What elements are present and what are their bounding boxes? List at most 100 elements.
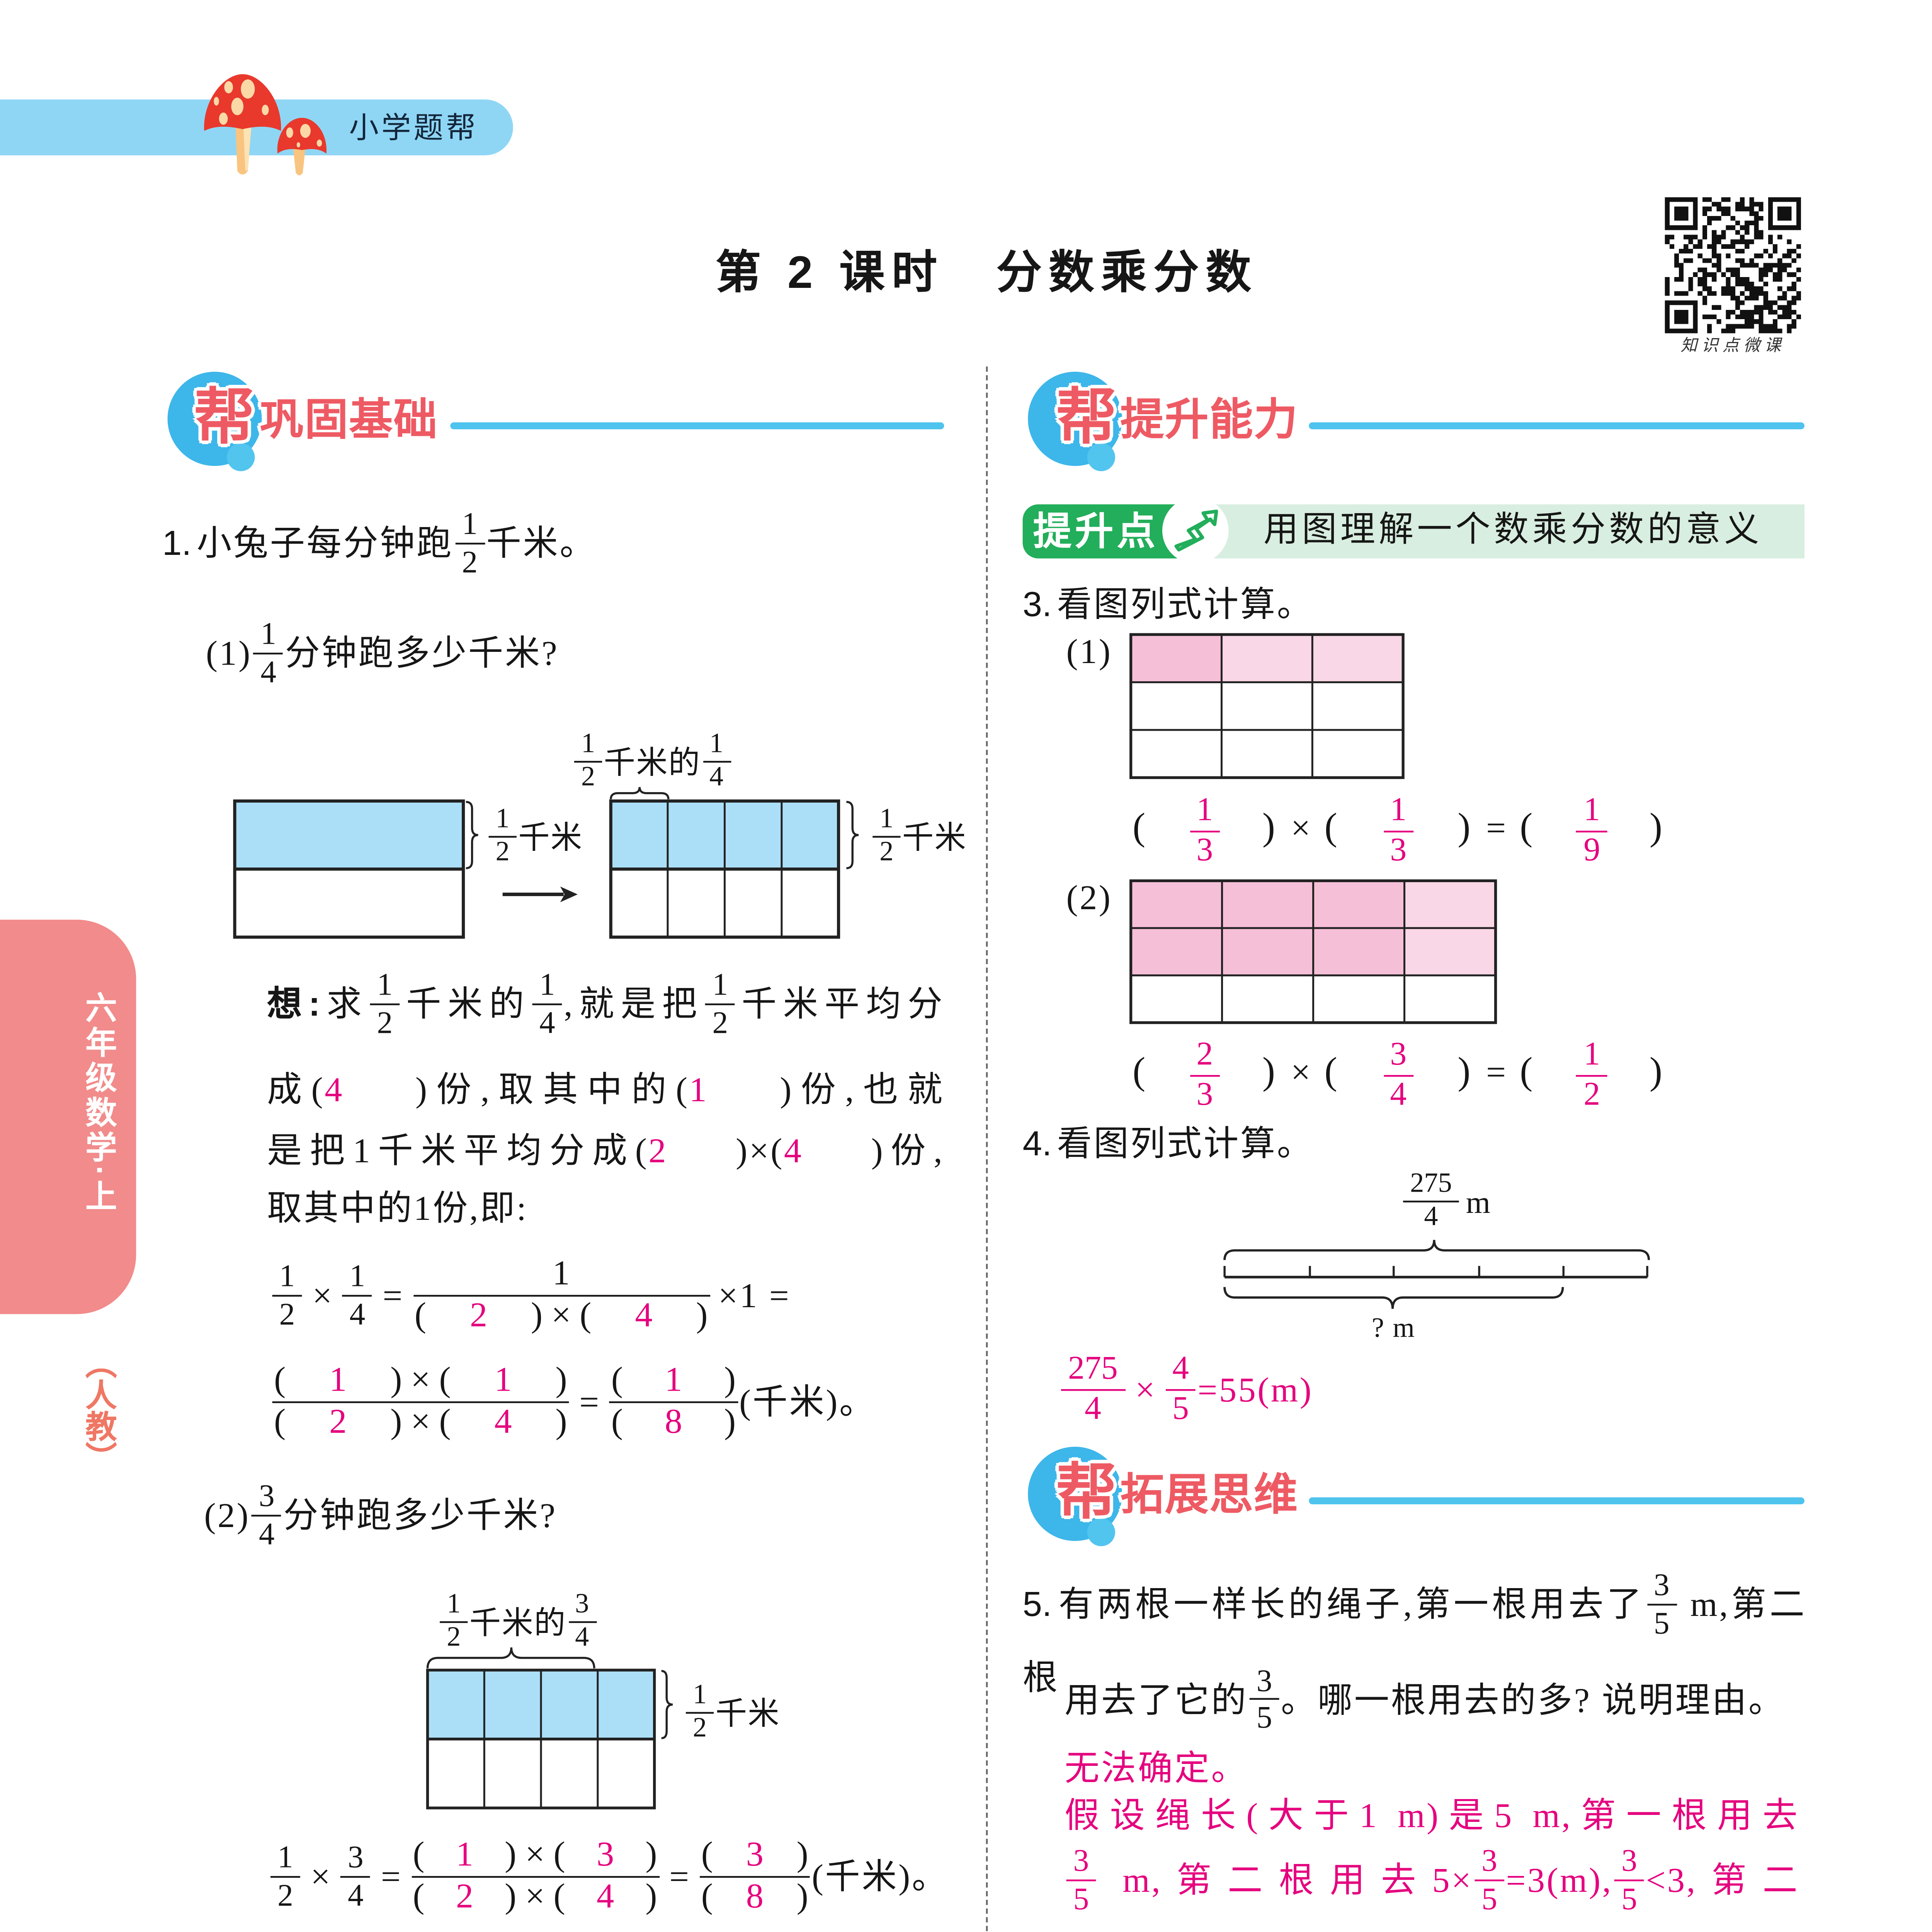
- section-badge-circle-icon: [1028, 371, 1122, 471]
- numerator: 1: [1577, 793, 1607, 832]
- paren: ): [531, 1296, 543, 1335]
- answer-blank: 4: [596, 1878, 614, 1917]
- times-sign: ×: [525, 1878, 545, 1917]
- denominator: 4: [1084, 1391, 1101, 1428]
- answer-blank: 2: [648, 1133, 668, 1171]
- denominator: 4: [349, 1296, 366, 1332]
- paren: (: [414, 1296, 427, 1335]
- answer-blank: 2: [456, 1878, 474, 1917]
- answer-blank: 1: [456, 1836, 474, 1874]
- denominator: 2: [1583, 1077, 1600, 1114]
- numerator: 1: [270, 1840, 300, 1878]
- paren: (: [1324, 1049, 1339, 1093]
- think-line-4: 取其中的1份,即:: [267, 1190, 528, 1229]
- section-badge: 帮: [194, 384, 255, 452]
- paren: ): [390, 1361, 402, 1400]
- qr-code: [1665, 196, 1801, 333]
- paren: (: [553, 1836, 565, 1874]
- paren: (: [1133, 804, 1147, 848]
- unit-text: m: [1466, 1185, 1492, 1220]
- answer-blank: 2: [469, 1296, 488, 1335]
- paren: (: [1324, 804, 1339, 848]
- paren: ): [1649, 1049, 1664, 1093]
- denominator: 2: [581, 763, 595, 793]
- answer-blank: 3: [596, 1836, 614, 1874]
- times-sign: ×: [551, 1296, 571, 1335]
- numerator: 1: [342, 1260, 372, 1297]
- paren: ): [796, 1878, 808, 1917]
- equals-sign: =: [381, 1859, 401, 1897]
- question-number: 5.: [1022, 1586, 1052, 1625]
- paren: (: [274, 1403, 286, 1442]
- mushroom-logo-icon: [204, 74, 327, 175]
- denominator: 9: [1583, 832, 1600, 869]
- numerator: 1: [685, 1680, 714, 1714]
- paren: (: [1520, 804, 1534, 848]
- paren: ): [1262, 804, 1277, 848]
- answer-blank: 1: [494, 1361, 512, 1400]
- question-number: 1.: [162, 525, 192, 564]
- answer-text: <3,第二: [1646, 1862, 1799, 1901]
- brace: [466, 801, 478, 869]
- denominator: 4: [1390, 1077, 1407, 1114]
- paren: ): [390, 1403, 402, 1442]
- answer-result: =55(m): [1197, 1372, 1313, 1410]
- numerator: 2: [1189, 1037, 1220, 1077]
- paren: ): [1458, 804, 1473, 848]
- q5-answer-line-1: 无法确定。: [1065, 1750, 1248, 1789]
- prompt-text: 分钟跑多少千米?: [283, 1497, 557, 1536]
- question-text: 看图列式计算。: [1057, 586, 1314, 625]
- numerator: (1)×(1): [272, 1361, 569, 1403]
- lesson-title: 第 2 课时 分数乘分数: [715, 246, 1259, 299]
- tip-arrow-badge: [1162, 497, 1229, 564]
- brace: [846, 801, 859, 869]
- denominator: (2)×(4): [272, 1403, 569, 1441]
- denominator: 2: [879, 838, 894, 868]
- equals-sign: =: [579, 1384, 599, 1423]
- numerator: 1: [1383, 793, 1414, 832]
- numerator: 1: [702, 729, 731, 764]
- column-divider: [985, 366, 987, 1932]
- equals-sign: =: [1486, 810, 1506, 848]
- numerator: 275: [1403, 1169, 1459, 1203]
- paren: (: [439, 1403, 451, 1442]
- numerator-value: 1: [552, 1255, 570, 1293]
- q3-part1-label: (1): [1066, 633, 1112, 671]
- numerator: 3: [1646, 1568, 1677, 1605]
- answer-blank: 8: [746, 1878, 764, 1917]
- brace: [1223, 1240, 1650, 1260]
- denominator: 2: [495, 838, 510, 868]
- denominator: 4: [709, 763, 724, 793]
- numerator: 1: [253, 617, 284, 655]
- paren: ): [505, 1878, 517, 1917]
- paren: (: [1520, 1049, 1534, 1093]
- denominator: 4: [539, 1005, 555, 1040]
- paren: (: [611, 1403, 623, 1442]
- stem-text: 千米。: [486, 525, 597, 564]
- qr-caption: 知识点微课: [1680, 338, 1786, 356]
- qr-code-icon: [1665, 196, 1801, 333]
- denominator: (2)×(4): [411, 1878, 659, 1916]
- equals-sign: =: [669, 1859, 689, 1897]
- q5-answer-line-2: 假设绳长(大于1 m)是5 m,第一根用去: [1065, 1797, 1799, 1836]
- paren: (: [274, 1361, 286, 1400]
- unit-text: (千米)。: [811, 1859, 949, 1897]
- think-text: 千米平均分: [736, 986, 944, 1025]
- section-rule: [1309, 1496, 1804, 1503]
- part-label: (2): [204, 1497, 250, 1536]
- q4-title: 4.看图列式计算。: [1023, 1109, 1314, 1179]
- paren: (: [553, 1878, 565, 1917]
- answer-blank: 1: [689, 1071, 709, 1110]
- section-header-expand: 帮 拓展思维: [1028, 1444, 1831, 1549]
- grade-label: 六年级数学·上: [82, 991, 117, 1215]
